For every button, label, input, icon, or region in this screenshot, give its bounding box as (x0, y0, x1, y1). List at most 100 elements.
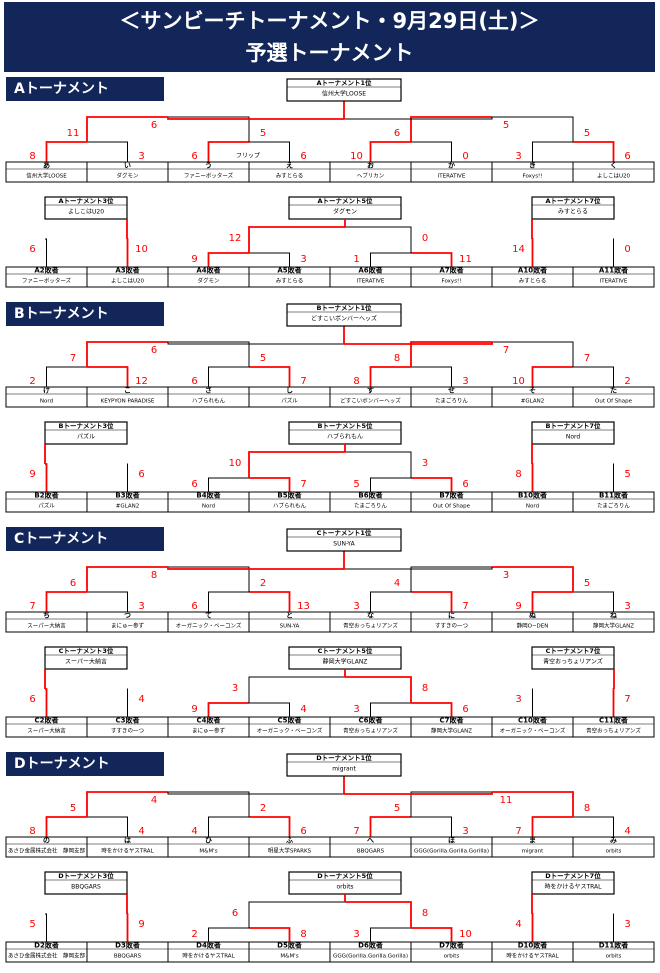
section-b-first-winner-title: Bトーナメント1位 (317, 303, 372, 312)
section-c-bracket-line (86, 566, 168, 592)
section-a-place-1-winner-team: ダグモン (333, 208, 357, 216)
section-d-upper-team-name: M&M's (199, 849, 217, 855)
section-a-r1-score: 6 (624, 151, 630, 162)
section-d-r1-score: 8 (29, 826, 35, 837)
section-c-upper-team-name: 静岡大学GLANZ (593, 622, 634, 630)
section-d-upper-seed-label: は (124, 837, 131, 845)
section-b-upper-team-name: Nord (40, 399, 53, 405)
section-a-lower-team-name: よしこはU20 (111, 278, 145, 285)
section-a-lower-line (531, 238, 534, 267)
section-d-lower-score: 2 (191, 929, 197, 940)
section-b-bracket-line (208, 366, 249, 387)
section-b-bracket-line (411, 477, 453, 492)
section-c-place-0-winner-box (44, 646, 128, 670)
section-c-lower-seed-label: C7敗者 (439, 716, 463, 725)
section-d-place-2-winner-title: Dトーナメント7位 (545, 871, 601, 880)
section-d-upper-seed-label: ふ (286, 837, 293, 845)
section-a-bracket-line (249, 252, 290, 267)
section-d-bracket-line (410, 791, 492, 817)
section-c-final-line (167, 567, 344, 570)
section-c-lower-score: 3 (353, 704, 359, 715)
section-c-upper-team-name: まにゅー参ず (111, 622, 145, 630)
section-b-r2-score: 5 (260, 353, 266, 364)
section-d-lower-seed-label: D4敗者 (196, 941, 221, 950)
section-c-r1-score: 7 (462, 601, 468, 612)
section-b-lower-seed-label: B4敗者 (196, 491, 220, 500)
section-a-lower-score: 1 (353, 254, 359, 265)
section-b-final-score: 7 (503, 345, 509, 356)
section-a-upper-team-name: ダグモン (116, 172, 139, 180)
section-d-r2-score: 5 (70, 803, 76, 814)
section-a-place-1-winner-title: Aトーナメント5位 (317, 196, 373, 205)
section-d-upper-team-name: orbits (606, 849, 622, 855)
section-d-bracket-line (573, 816, 614, 837)
section-d-bracket-line (492, 791, 574, 817)
page-title: ＜サンビーチトーナメント・9月29日(土)＞ (119, 9, 540, 33)
section-d-place-1-winner-team: orbits (336, 884, 353, 891)
section-c-lower-seed-label: C5敗者 (277, 716, 301, 725)
section-d-upper-seed-label: ひ (205, 837, 212, 845)
section-b-lower-semi-score: 3 (422, 458, 428, 469)
section-a-upper-team-name: Foxys!! (523, 174, 543, 180)
section-d-lower-semi-score: 8 (422, 908, 428, 919)
section-c-place-2-winner-title: Cトーナメント7位 (546, 646, 601, 655)
section-d-r1-score: 7 (515, 826, 521, 837)
section-b-lower-team-name: たまごろりん (597, 502, 630, 510)
section-b-upper-team-name: #GLAN2 (521, 399, 544, 405)
section-b-upper-team-name: どすこいボンバーヘッズ (340, 397, 401, 405)
section-b-place-0-winner-title: Bトーナメント3位 (59, 421, 114, 430)
section-d-lower-seed-label: D2敗者 (34, 941, 59, 950)
section-b-lower-score: 5 (353, 479, 359, 490)
section-c-r2-score: 5 (584, 578, 590, 589)
section-a-lower-score: 9 (191, 254, 197, 265)
section-b-lower-score: 6 (138, 469, 144, 480)
section-d-bracket-line (411, 927, 453, 942)
section-c-r1-score: 9 (515, 601, 521, 612)
section-c-bracket-line (87, 591, 128, 612)
section-a-bracket-line (411, 252, 453, 267)
section-b-bracket-line (410, 341, 492, 367)
section-a-upper-team-name: みすとらる (276, 173, 304, 180)
section-a-final-score: 6 (151, 120, 157, 131)
section-c-label-bg (6, 527, 164, 551)
section-a-bracket-line (410, 116, 492, 142)
section-c-r2-score: 4 (394, 578, 400, 589)
section-a-bracket-line (411, 141, 452, 162)
section-c-upper-seed-label: ぬ (529, 612, 536, 620)
section-b-bracket-line (249, 477, 291, 492)
section-d-r1-score: 6 (300, 826, 306, 837)
section-b-lower-line (531, 463, 534, 492)
section-d-lower-seed-label: D5敗者 (277, 941, 302, 950)
section-c-upper-seed-label: つ (124, 612, 131, 620)
section-c-lower-seed-label: C6敗者 (358, 716, 382, 725)
section-c-lower-seed-label: C2敗者 (34, 716, 58, 725)
section-a-r2-score: 11 (67, 128, 80, 139)
section-d-lower-line (248, 901, 345, 928)
section-c-lower-team-name: 静岡大学GLANZ (431, 727, 472, 735)
section-d-place-1-winner-title: Dトーナメント5位 (317, 871, 373, 880)
section-b-lower-team-name: たまごろりん (354, 502, 387, 510)
section-a-note: フリップ (236, 153, 260, 160)
section-b-bracket-line (168, 341, 250, 367)
section-b-r1-score: 10 (512, 376, 525, 387)
section-b-r1-score: 3 (462, 376, 468, 387)
section-a-lower-team-name: Foxys!! (442, 279, 462, 285)
section-c-lower-seed-label: C3敗者 (115, 716, 139, 725)
section-a-r2-score: 5 (584, 128, 590, 139)
section-c-bracket-line (249, 702, 290, 717)
section-c-lower-line (248, 676, 345, 703)
section-c-upper-team-name: オーガニック・ベーコンズ (176, 622, 242, 630)
section-d-first-winner-team: migrant (332, 766, 356, 773)
section-c-place-1-winner-title: Cトーナメント5位 (318, 646, 373, 655)
section-d-bracket-line (531, 816, 573, 837)
section-a-lower-team-name: ITERATIVE (600, 279, 628, 285)
section-d-upper-team-name: migrant (522, 849, 544, 855)
section-b-upper-seed-label: そ (529, 387, 536, 395)
section-d-r1-score: 4 (138, 826, 144, 837)
section-d-lower-seed-label: D7敗者 (439, 941, 464, 950)
section-b-lower-score: 6 (191, 479, 197, 490)
section-b-final-line (167, 342, 344, 345)
section-b-label-bg (6, 302, 164, 326)
section-b-upper-seed-label: た (610, 386, 617, 395)
